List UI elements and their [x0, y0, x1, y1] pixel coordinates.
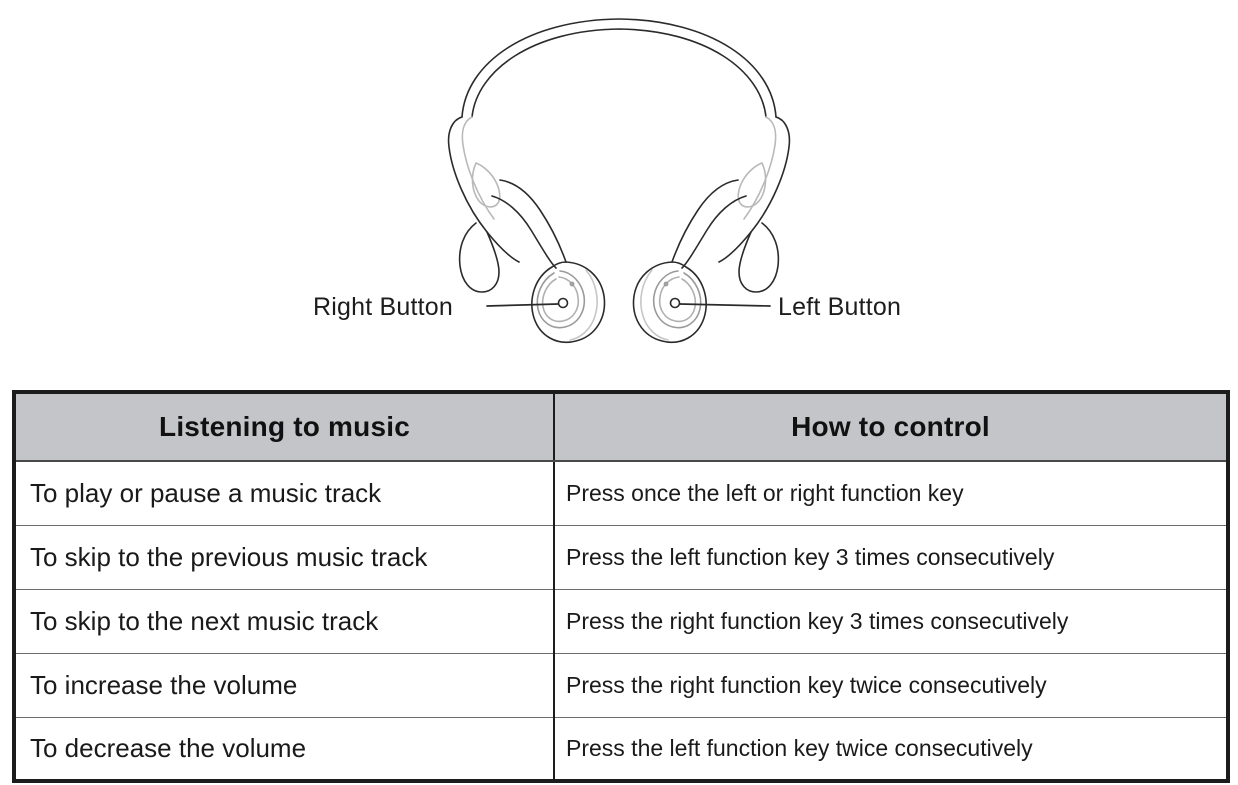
right-pad [471, 162, 501, 208]
left-button-dot [669, 297, 681, 309]
table-row: To skip to the next music track Press th… [13, 588, 1229, 654]
cell-howto: Press once the left or right function ke… [553, 460, 1229, 526]
right-button-label: Right Button [313, 293, 453, 321]
left-button-label: Left Button [778, 293, 902, 321]
headset-illustration: Right Button Left Button [0, 0, 1238, 380]
cell-howto: Press the left function key twice consec… [553, 716, 1229, 782]
left-pad [737, 162, 767, 208]
bone-conduction-headset-drawing [447, 18, 791, 343]
left-ear-loop [738, 222, 780, 293]
table-body: To play or pause a music track Press onc… [13, 460, 1229, 782]
right-arm-top [499, 179, 567, 263]
right-transducer-ring-2 [541, 276, 580, 323]
cell-action: To decrease the volume [13, 716, 555, 782]
table-row: To increase the volume Press the right f… [13, 652, 1229, 718]
table-row: To skip to the previous music track Pres… [13, 524, 1229, 590]
right-mic-dot [569, 281, 575, 287]
cell-action: To skip to the next music track [13, 588, 555, 654]
right-earhook-outer [447, 116, 520, 263]
left-mic-dot [663, 281, 669, 287]
right-arm-bottom [491, 195, 557, 269]
cell-howto: Press the right function key 3 times con… [553, 588, 1229, 654]
cell-howto: Press the right function key twice conse… [553, 652, 1229, 718]
left-transducer-ring-2 [658, 276, 697, 323]
left-transducer-sheen [640, 269, 669, 341]
cell-action: To increase the volume [13, 652, 555, 718]
right-transducer-ring-1 [536, 270, 586, 329]
table-row: To play or pause a music track Press onc… [13, 460, 1229, 526]
left-transducer-outline [632, 261, 707, 343]
right-ear-loop [458, 222, 500, 293]
table-header: Listening to music How to control [13, 391, 1229, 462]
cell-action: To play or pause a music track [13, 460, 555, 526]
column-header-listening-to-music: Listening to music [13, 391, 555, 462]
left-earhook-inner [743, 116, 777, 220]
table-row: To decrease the volume Press the left fu… [13, 716, 1229, 782]
right-transducer-sheen [569, 269, 598, 341]
cell-action: To skip to the previous music track [13, 524, 555, 590]
right-transducer-outline [531, 261, 606, 343]
table-header-row: Listening to music How to control [13, 391, 1229, 462]
left-arm-top [671, 179, 739, 263]
left-button-leader-line [679, 303, 771, 307]
left-transducer-ring-1 [652, 270, 702, 329]
left-arm-bottom [681, 195, 747, 269]
headband-outer-arc [461, 18, 777, 118]
right-earhook-inner [461, 116, 495, 220]
controls-table: Listening to music How to control To pla… [12, 390, 1230, 783]
right-button-dot [557, 297, 569, 309]
cell-howto: Press the left function key 3 times cons… [553, 524, 1229, 590]
column-header-how-to-control: How to control [553, 391, 1229, 462]
right-button-leader-line [486, 303, 559, 307]
left-earhook-outer [718, 116, 791, 263]
headband-inner-arc [471, 28, 767, 118]
